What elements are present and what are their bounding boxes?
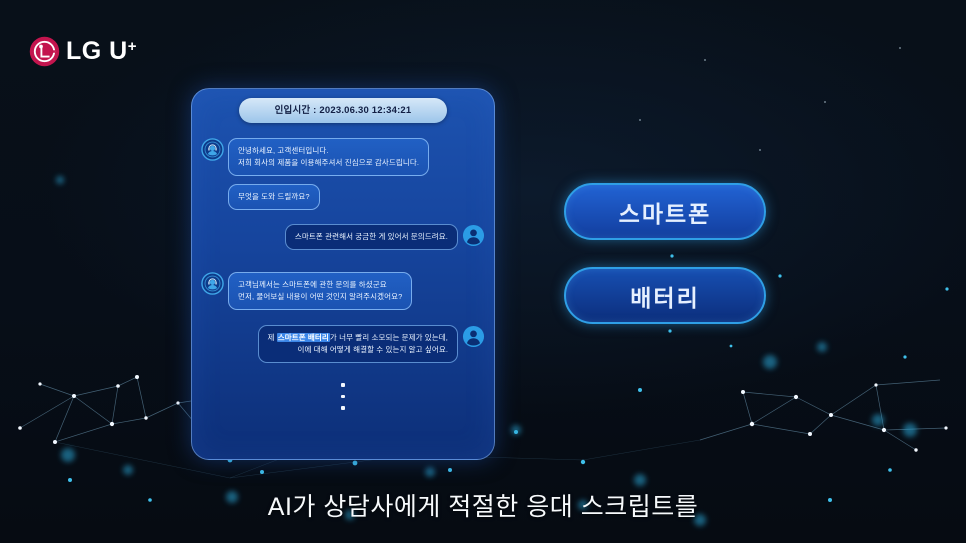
agent-avatar-icon (201, 138, 224, 161)
lg-logo-text: LG U+ (66, 37, 137, 65)
keyword-button-smartphone[interactable]: 스마트폰 (564, 183, 766, 240)
bubble-line: 안녕하세요, 고객센터입니다. (238, 145, 419, 157)
lg-symbol-icon (29, 36, 60, 67)
agent-avatar-icon (201, 272, 224, 295)
customer-bubble: 제 스마트폰 배터리가 너무 빨리 소모되는 문제가 있는데,이에 대해 어떻게… (257, 325, 458, 363)
bubble-line: 저희 회사의 제품을 이용해주셔서 진심으로 감사드립니다. (238, 157, 419, 169)
chat-message-row: 제 스마트폰 배터리가 너무 빨리 소모되는 문제가 있는데,이에 대해 어떻게… (201, 325, 485, 363)
keyword-panel: 스마트폰 배터리 (564, 183, 766, 324)
chat-message-row: 무엇을 도와 드릴까요? (201, 184, 485, 210)
bubble-text: 무엇을 도와 드릴까요? (238, 192, 310, 201)
customer-bubble: 스마트폰 관련해서 궁금한 게 있어서 문의드려요. (284, 224, 458, 250)
caption: AI가 상담사에게 적절한 응대 스크립트를 (267, 493, 699, 521)
keyword-button-battery[interactable]: 배터리 (564, 267, 766, 324)
bubble-text: 저희 회사의 제품을 이용해주셔서 진심으로 감사드립니다. (238, 158, 420, 167)
bubble-text: 이에 대해 어떻게 해결할 수 있는지 알고 싶어요. (297, 345, 448, 354)
bubble-text: 제 (267, 333, 277, 342)
bubble-text: 고객님께서는 스마트폰에 관한 문의를 하셨군요 (238, 280, 387, 289)
chat-messages: 안녕하세요, 고객센터입니다. 저희 회사의 제품을 이용해주셔서 진심으로 감사… (192, 138, 494, 363)
chat-panel: 인입시간 : 2023.06.30 12:34:21 안녕하세요, 고객센터입니… (191, 88, 495, 460)
chat-message-row: 스마트폰 관련해서 궁금한 게 있어서 문의드려요. (201, 224, 485, 252)
customer-avatar-icon (462, 224, 485, 247)
bubble-text: 스마트폰 관련해서 궁금한 게 있어서 문의드려요. (294, 232, 448, 241)
bubble-line: 제 스마트폰 배터리가 너무 빨리 소모되는 문제가 있는데, (268, 332, 448, 344)
lg-uplus-logo: LG U+ (29, 36, 137, 67)
bubble-line: 이에 대해 어떻게 해결할 수 있는지 알고 싶어요. (268, 344, 448, 356)
bubble-text: 먼저, 물어보실 내용이 어떤 것인지 알려주시겠어요? (238, 292, 403, 301)
agent-avatar (201, 138, 224, 166)
agent-bubble: 안녕하세요, 고객센터입니다. 저희 회사의 제품을 이용해주셔서 진심으로 감사… (228, 138, 430, 176)
bubble-line: 무엇을 도와 드릴까요? (238, 191, 310, 203)
bubble-text: 안녕하세요, 고객센터입니다. (238, 146, 329, 155)
bubble-line: 스마트폰 관련해서 궁금한 게 있어서 문의드려요. (295, 231, 448, 243)
more-messages-ellipsis (192, 383, 494, 410)
customer-avatar (462, 325, 485, 353)
customer-avatar-icon (462, 325, 485, 348)
chat-message-row: 안녕하세요, 고객센터입니다. 저희 회사의 제품을 이용해주셔서 진심으로 감사… (201, 138, 485, 176)
bubble-text: 가 너무 빨리 소모되는 문제가 있는데, (329, 333, 448, 342)
agent-avatar (201, 272, 224, 300)
chat-entry-time-badge: 인입시간 : 2023.06.30 12:34:21 (238, 98, 448, 123)
customer-avatar (462, 224, 485, 252)
bubble-line: 고객님께서는 스마트폰에 관한 문의를 하셨군요 (238, 279, 402, 291)
bubble-line: 먼저, 물어보실 내용이 어떤 것인지 알려주시겠어요? (238, 291, 402, 303)
highlighted-keyword: 스마트폰 배터리 (276, 333, 330, 342)
agent-bubble: 무엇을 도와 드릴까요? (228, 184, 320, 210)
